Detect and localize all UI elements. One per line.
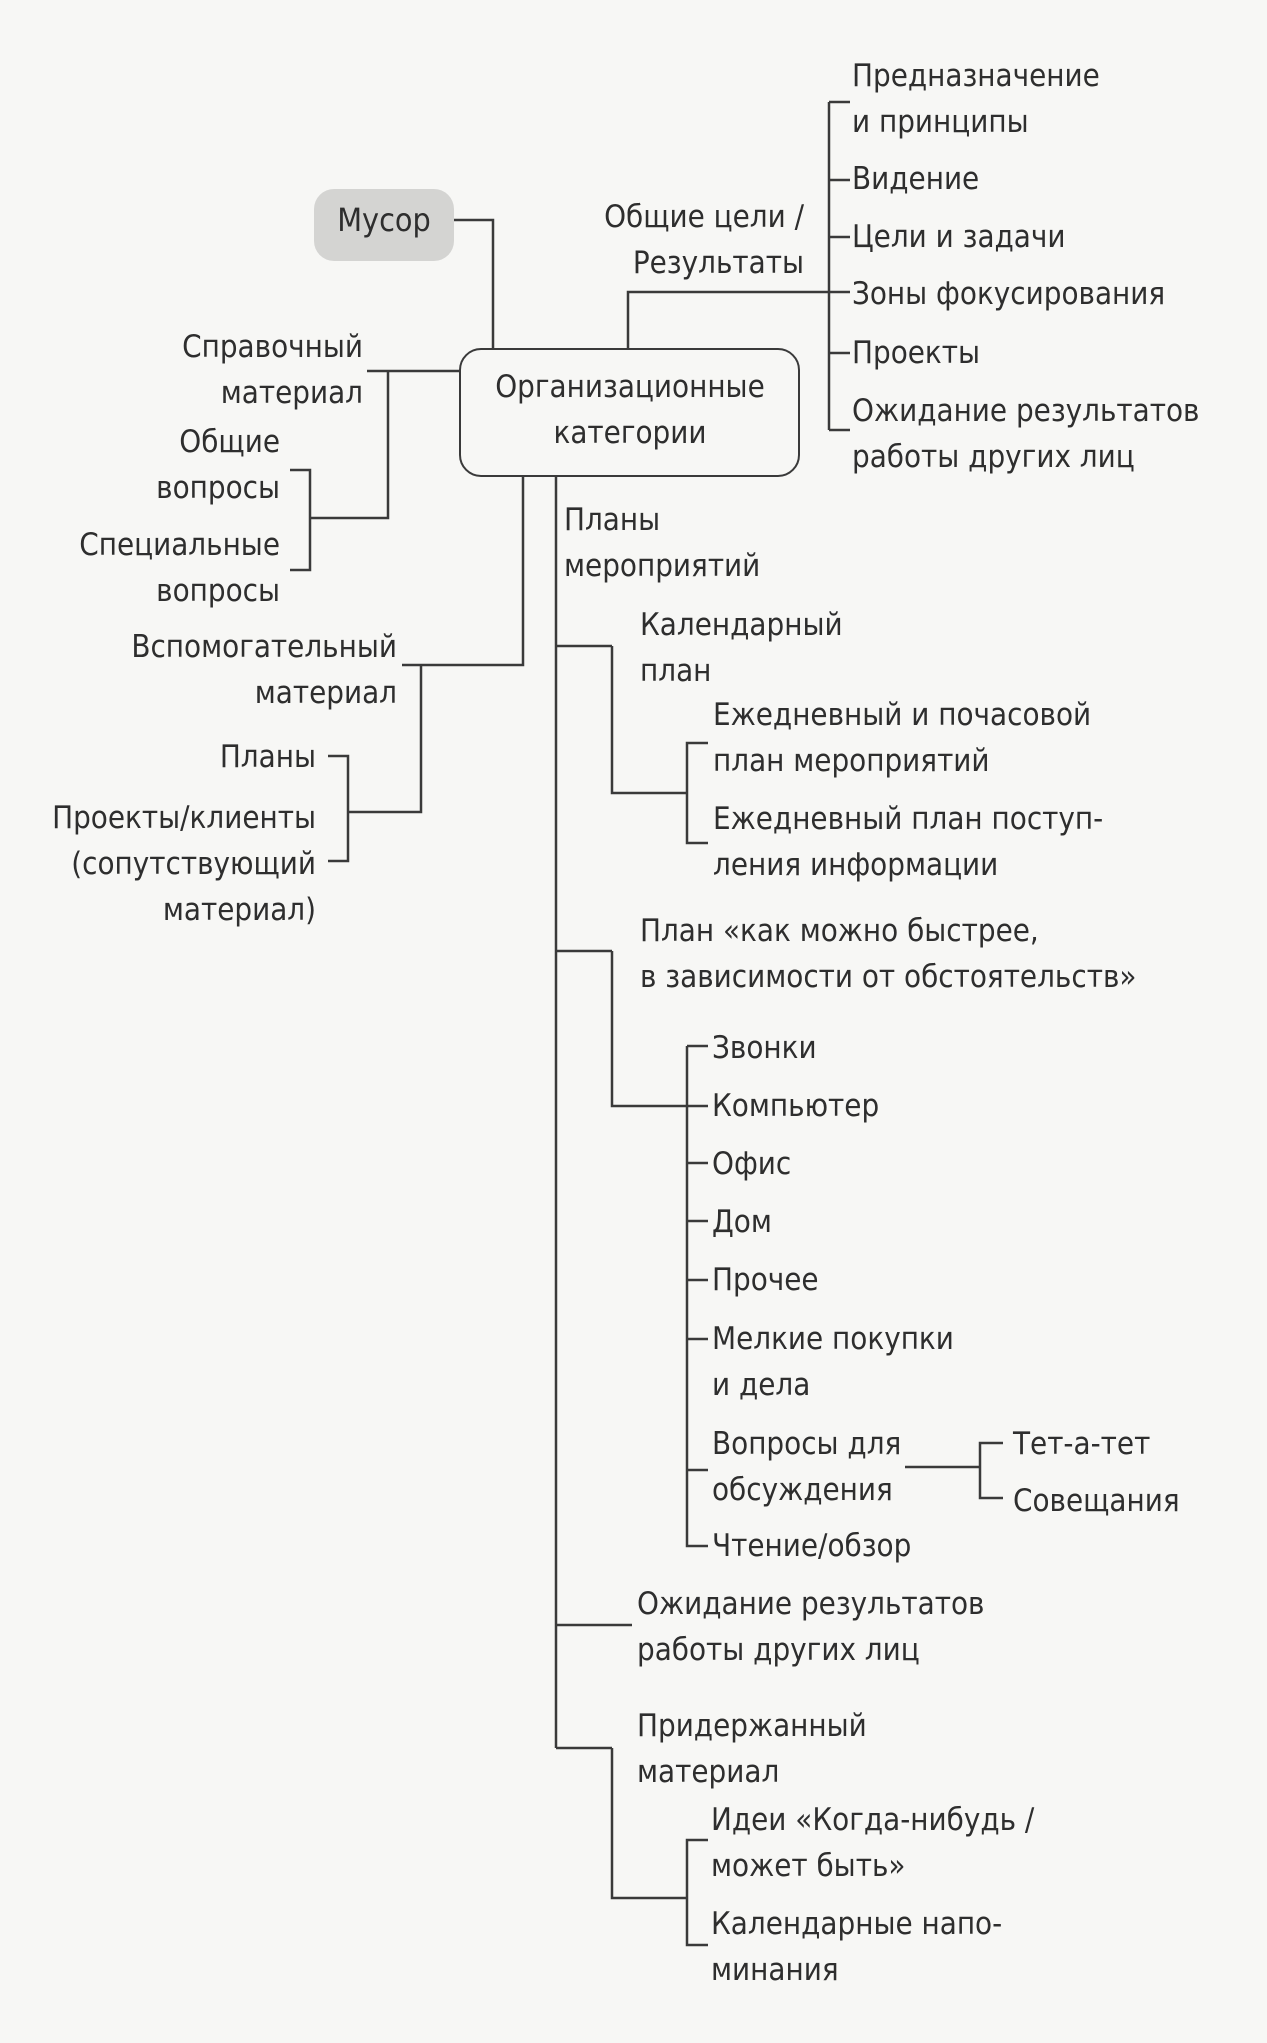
root-node-box <box>459 348 800 477</box>
trash-label: Мусор <box>337 201 431 239</box>
discussion-item: Совещания <box>1013 1483 1180 1519</box>
held-label: Придержанный материал <box>637 1708 867 1790</box>
goals-label: Общие цели / Результаты <box>604 199 804 281</box>
held-item: Идеи «Когда-нибудь / может быть» <box>711 1802 1035 1884</box>
trash-connector <box>454 218 495 348</box>
asap-item: Вопросы для обсуждения <box>712 1426 902 1508</box>
asap-item: Звонки <box>712 1030 817 1066</box>
asap-item: Мелкие покупки и дела <box>712 1321 954 1403</box>
goals-item: Проекты <box>852 335 981 371</box>
goals-connector <box>626 290 829 348</box>
asap-item: Чтение/обзор <box>712 1528 912 1564</box>
calendar-label: Календарный план <box>640 607 843 689</box>
trash-node-box <box>314 189 454 261</box>
goals-item: Видение <box>852 161 980 197</box>
action-label: Планы мероприятий <box>564 502 761 584</box>
asap-item: Дом <box>712 1204 772 1240</box>
goals-item: Цели и задачи <box>852 219 1066 255</box>
reference-label: Справочный материал <box>182 329 363 411</box>
goals-item: Предназначение и принципы <box>852 58 1100 140</box>
waiting-label: Ожидание результатов работы других лиц <box>637 1586 985 1668</box>
support-item: Планы <box>219 739 316 775</box>
asap-item: Компьютер <box>712 1088 880 1124</box>
support-connector <box>402 473 525 667</box>
discussion-item: Тет-а-тет <box>1013 1426 1151 1462</box>
goals-item: Ожидание результатов работы других лиц <box>852 393 1200 475</box>
goals-item: Зоны фокусирования <box>852 276 1166 312</box>
support-item: Проекты/клиенты (сопутствующий материал) <box>52 800 316 928</box>
reference-item: Общие вопросы <box>156 424 280 506</box>
support-label: Вспомогательный материал <box>131 629 397 711</box>
root-label: Организационные категории <box>495 369 765 451</box>
asap-label: План «как можно быстрее, в зависимости о… <box>640 913 1137 995</box>
calendar-item: Ежедневный и почасовой план мероприятий <box>713 697 1092 779</box>
held-item: Календарные напо- минания <box>711 1906 1003 1988</box>
reference-item: Специальные вопросы <box>79 527 280 609</box>
asap-bracket <box>685 1046 708 1548</box>
asap-item: Офис <box>712 1146 792 1182</box>
calendar-item: Ежедневный план поступ- ления информации <box>713 801 1104 883</box>
asap-item: Прочее <box>712 1262 819 1298</box>
